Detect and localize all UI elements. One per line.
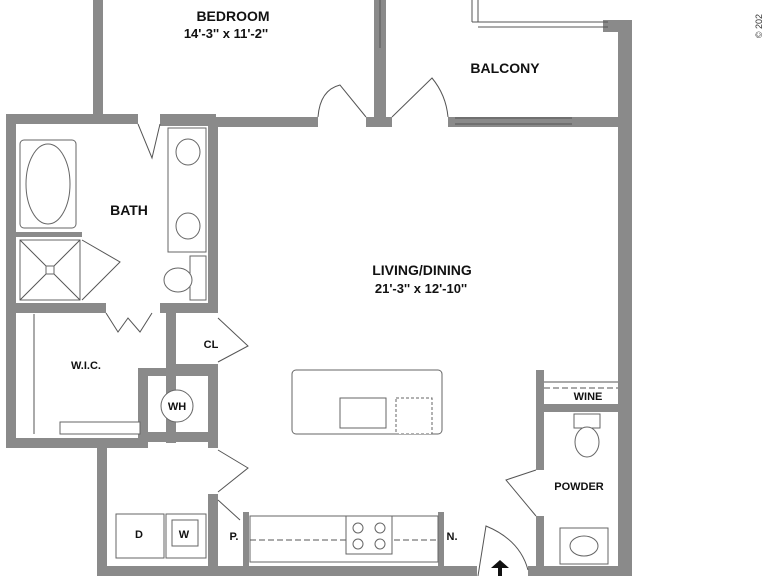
room-labels: BEDROOM 14'-3'' x 11'-2'' BALCONY BATH L… [71, 8, 764, 543]
copyright: © 202 [754, 14, 764, 38]
bath-name: BATH [110, 202, 148, 218]
wic-name: W.I.C. [71, 360, 101, 372]
living-name: LIVING/DINING [372, 262, 472, 278]
bedroom-size: 14'-3'' x 11'-2'' [184, 26, 268, 41]
balcony-name: BALCONY [470, 60, 540, 76]
pantry-name: P. [230, 531, 239, 543]
bedroom-name: BEDROOM [196, 8, 269, 24]
windows [379, 0, 608, 125]
walls [6, 0, 632, 576]
wine-name: WINE [574, 391, 603, 403]
nook-name: N. [447, 531, 458, 543]
dryer-name: D [135, 529, 143, 541]
washer-name: W [179, 529, 190, 541]
fixtures [19, 127, 618, 576]
powder-name: POWDER [554, 481, 604, 493]
closet-name: CL [204, 339, 219, 351]
living-size: 21'-3'' x 12'-10'' [375, 281, 467, 296]
doors [81, 77, 537, 576]
water-heater-name: WH [168, 401, 186, 413]
